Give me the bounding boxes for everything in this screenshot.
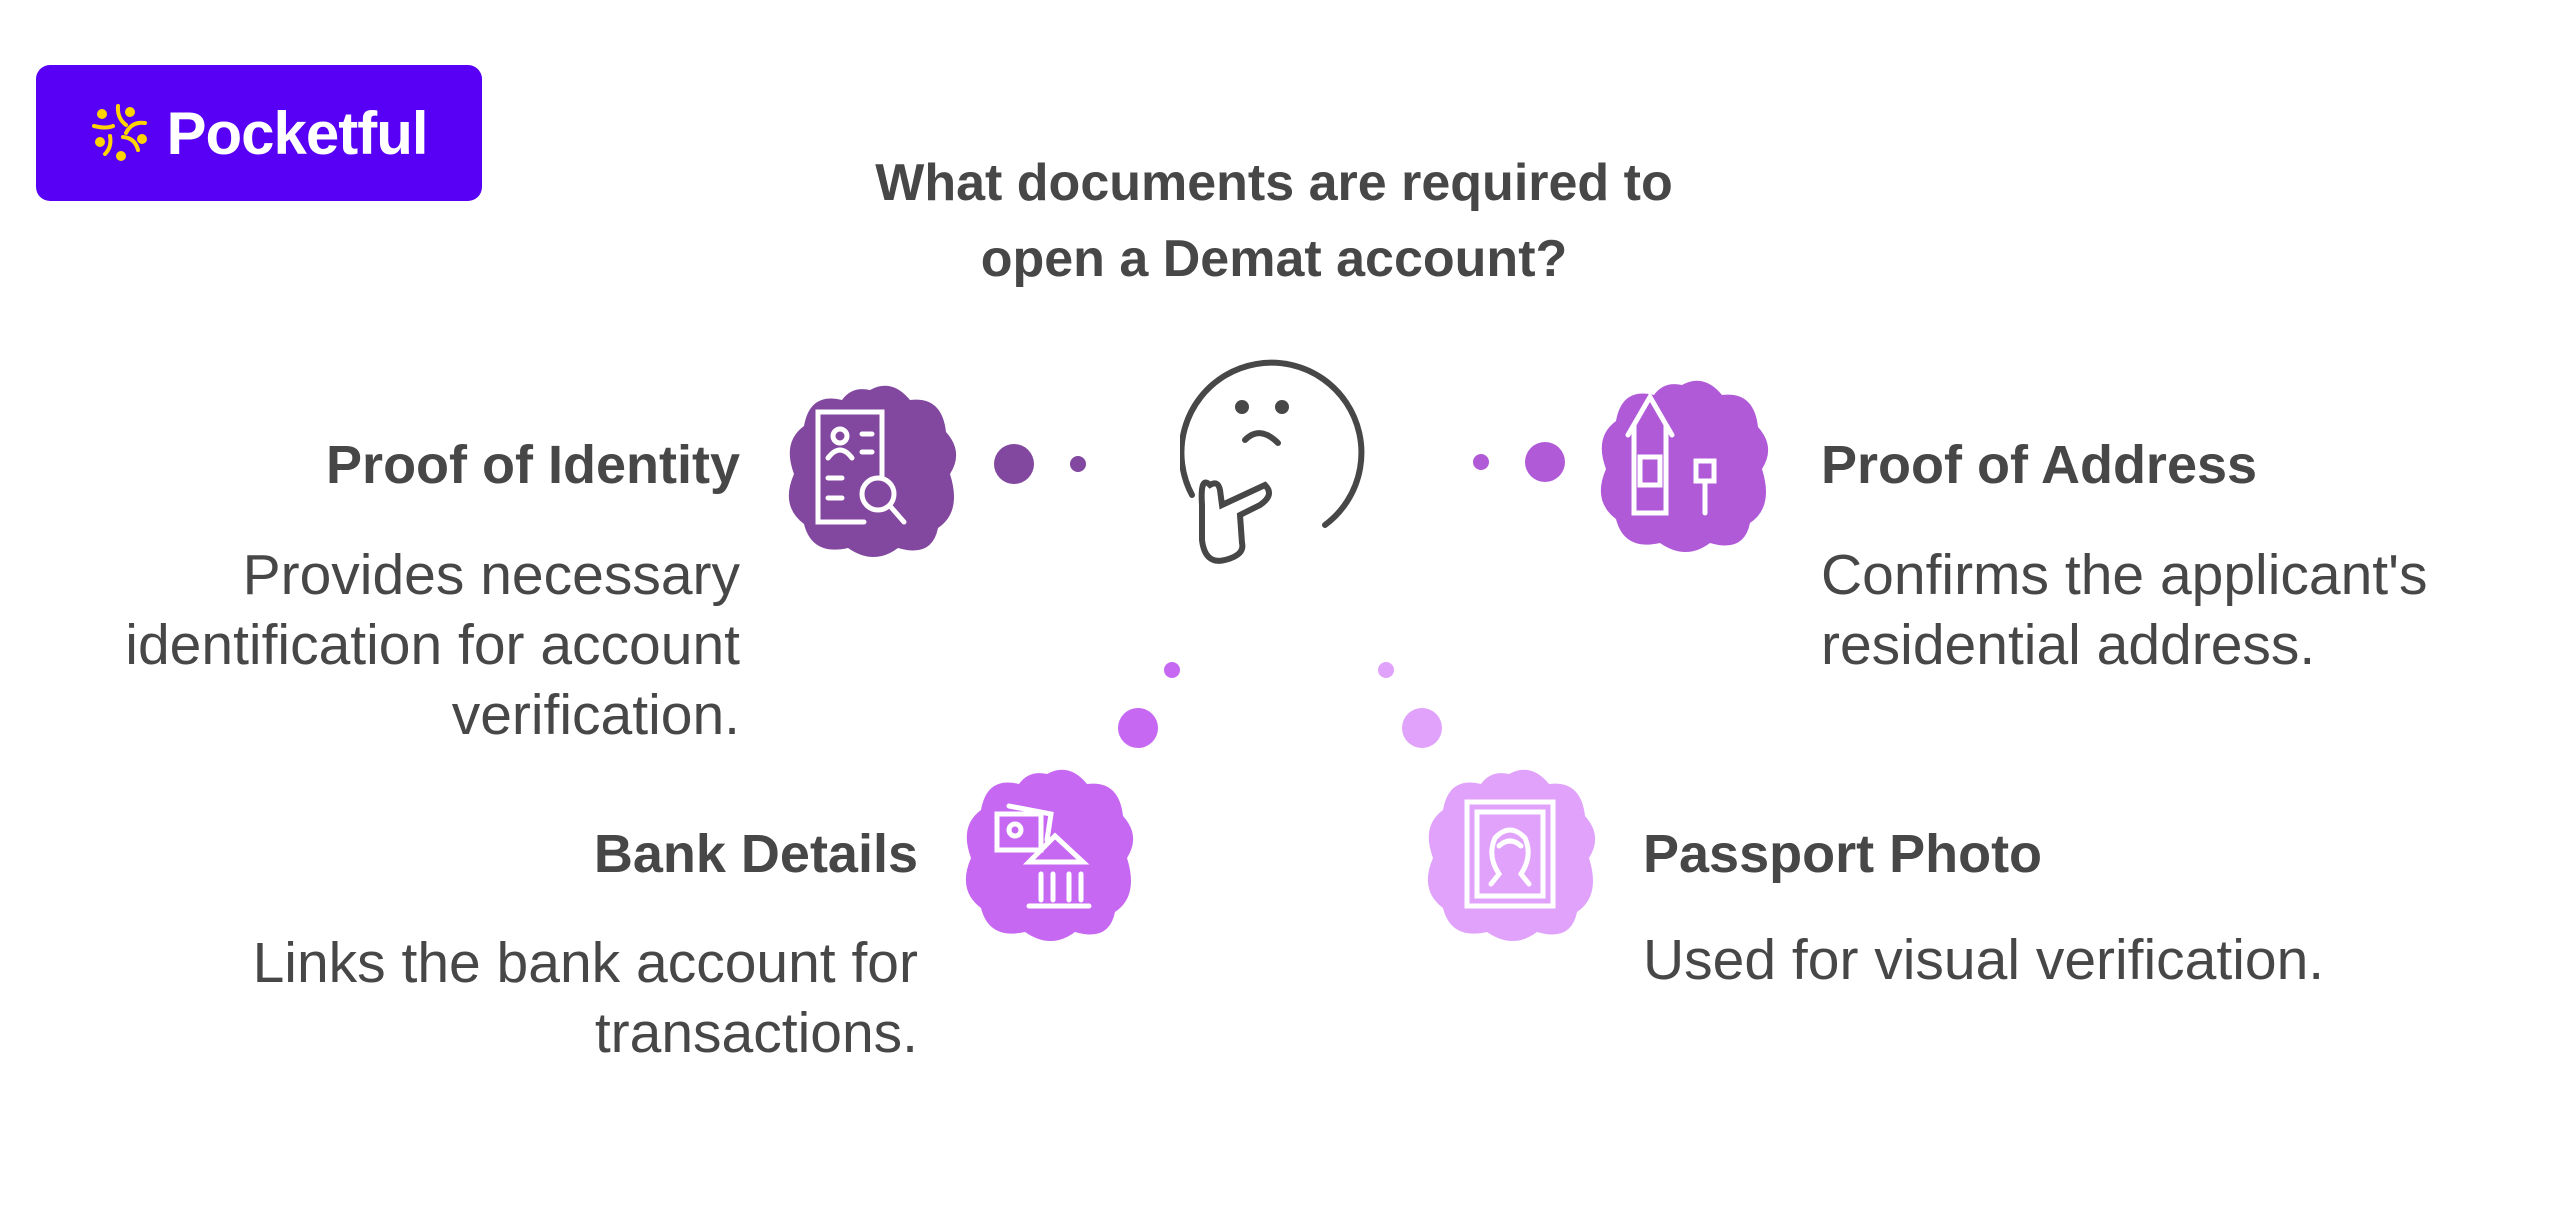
house-icon [1600, 380, 1769, 552]
description-line: identification for account [125, 613, 740, 677]
connector-dot [1402, 708, 1442, 748]
connector-dot [1164, 662, 1180, 678]
thinking-face-icon [1180, 359, 1365, 564]
title-line-2: open a Demat account? [980, 230, 1568, 288]
connector-dot [1378, 662, 1394, 678]
description-line: Confirms the applicant's [1821, 543, 2428, 607]
passport-photo-description: Used for visual verification. [1643, 925, 2324, 995]
connector-dot [1473, 454, 1489, 470]
description-line: Links the bank account for [252, 931, 918, 995]
connector-dot [994, 444, 1034, 484]
passport-photo-heading: Passport Photo [1643, 824, 2043, 884]
bank-details-heading: Bank Details [593, 824, 918, 884]
connector-dot [1525, 442, 1565, 482]
portrait-icon [1427, 769, 1596, 941]
bank-details-description: Links the bank account for transactions. [253, 928, 918, 1068]
brand-name: Pocketful [166, 99, 428, 167]
proof-of-identity-description: Provides necessary identification for ac… [125, 540, 740, 750]
proof-of-identity-heading: Proof of Identity [326, 435, 740, 495]
page-title: What documents are required to open a De… [774, 145, 1774, 297]
description-line: Used for visual verification. [1643, 928, 2325, 992]
description-line: Provides necessary [242, 543, 740, 607]
bank-icon [965, 769, 1134, 941]
description-line: residential address. [1821, 613, 2316, 677]
title-line-1: What documents are required to [875, 154, 1673, 212]
pocketful-logo: Pocketful [36, 65, 482, 201]
proof-of-address-heading: Proof of Address [1821, 435, 2258, 495]
proof-of-address-description: Confirms the applicant's residential add… [1821, 540, 2428, 680]
id-card-search-icon [788, 385, 957, 557]
connector-dot [1118, 708, 1158, 748]
connector-dot [1070, 456, 1086, 472]
pocketful-sun-icon [92, 104, 148, 161]
description-line: transactions. [594, 1001, 918, 1065]
description-line: verification. [451, 683, 740, 747]
